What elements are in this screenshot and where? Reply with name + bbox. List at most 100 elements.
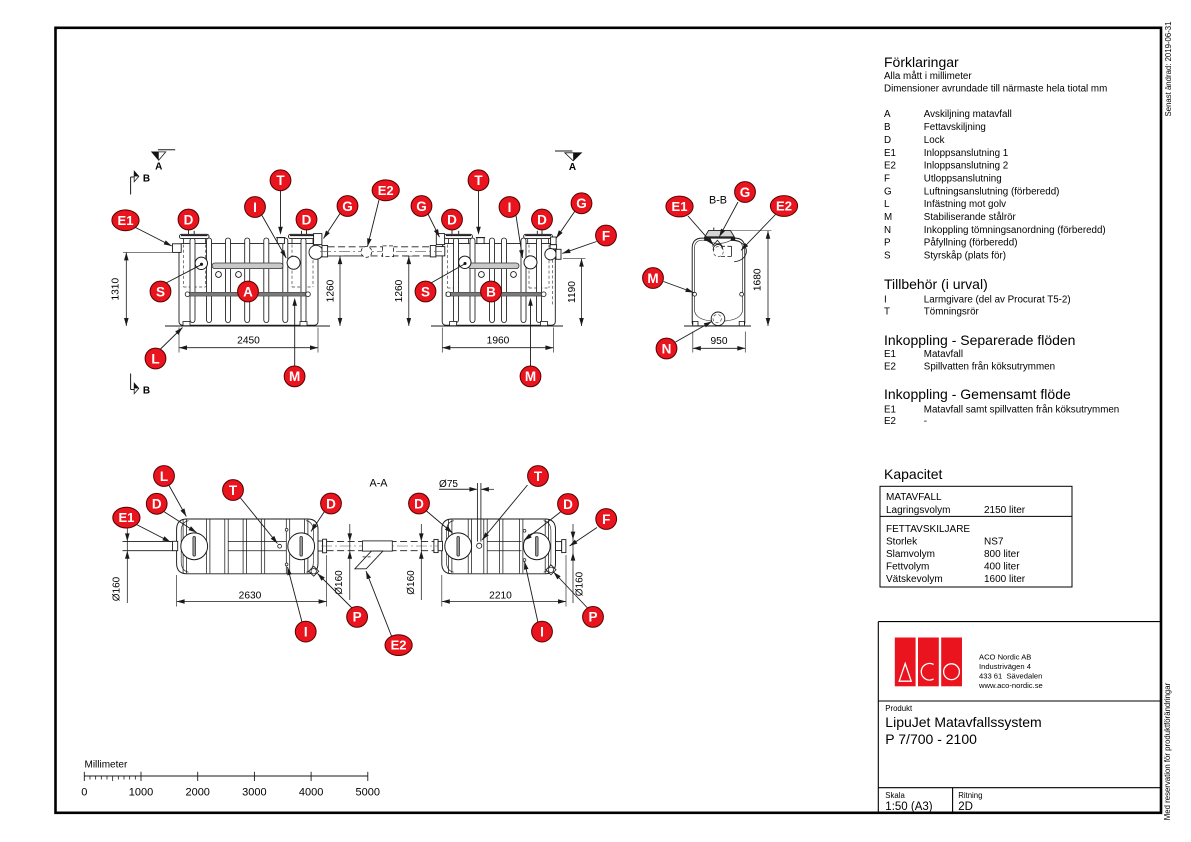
svg-text:I: I (884, 295, 887, 306)
svg-text:M: M (525, 369, 536, 384)
svg-text:N: N (662, 341, 672, 356)
svg-text:1000: 1000 (129, 787, 153, 799)
svg-text:B-B: B-B (709, 195, 727, 207)
svg-text:A: A (243, 284, 253, 299)
svg-text:800 liter: 800 liter (984, 549, 1020, 560)
svg-text:E1: E1 (884, 349, 896, 360)
svg-text:P: P (353, 610, 362, 625)
svg-text:G: G (576, 196, 587, 211)
svg-text:D: D (152, 497, 162, 512)
svg-text:NS7: NS7 (984, 536, 1004, 547)
svg-text:T: T (229, 483, 238, 498)
svg-text:T: T (474, 173, 483, 188)
svg-text:400 liter: 400 liter (984, 561, 1020, 572)
svg-text:L: L (884, 199, 890, 210)
svg-text:Påfyllning (förberedd): Påfyllning (förberedd) (924, 238, 1018, 249)
svg-text:A-A: A-A (370, 478, 389, 490)
svg-text:L: L (160, 469, 168, 484)
svg-text:D: D (184, 212, 194, 227)
svg-text:A: A (155, 162, 162, 173)
svg-text:E2: E2 (884, 416, 896, 427)
svg-text:Inkoppling tömningsanordning (: Inkoppling tömningsanordning (förberedd) (924, 225, 1106, 236)
svg-text:Ø160: Ø160 (112, 576, 123, 601)
svg-text:Inloppsanslutning 1: Inloppsanslutning 1 (924, 148, 1008, 159)
svg-text:1260: 1260 (326, 279, 337, 302)
svg-text:Inkoppling - Separerade flöden: Inkoppling - Separerade flöden (884, 332, 1075, 348)
svg-text:I: I (304, 624, 308, 639)
svg-text:Matavfall samt spillvatten frå: Matavfall samt spillvatten från köksutry… (924, 405, 1119, 416)
svg-text:P 7/700 - 2100: P 7/700 - 2100 (885, 731, 977, 747)
svg-text:S: S (156, 284, 165, 299)
svg-text:Ø160: Ø160 (334, 570, 345, 595)
svg-text:Inloppsanslutning 2: Inloppsanslutning 2 (924, 161, 1008, 172)
svg-text:B: B (884, 122, 891, 133)
svg-text:D: D (447, 212, 457, 227)
svg-text:1600 liter: 1600 liter (984, 574, 1026, 585)
svg-text:E1: E1 (884, 148, 896, 159)
svg-text:B: B (143, 174, 150, 185)
svg-text:Kapacitet: Kapacitet (884, 466, 942, 482)
svg-text:B: B (143, 386, 150, 397)
svg-text:1190: 1190 (567, 281, 578, 303)
svg-text:-: - (924, 416, 927, 427)
svg-text:G: G (884, 186, 892, 197)
svg-text:1680: 1680 (752, 268, 763, 291)
svg-text:D: D (563, 497, 573, 512)
svg-text:0: 0 (81, 787, 87, 799)
svg-text:E1: E1 (672, 199, 688, 214)
svg-text:433 61 Sävedalen: 433 61 Sävedalen (979, 672, 1042, 681)
svg-text:2D: 2D (958, 801, 973, 813)
svg-text:P: P (884, 238, 891, 249)
svg-text:5000: 5000 (356, 787, 380, 799)
svg-text:M: M (647, 271, 658, 286)
svg-text:B: B (486, 284, 496, 299)
svg-text:Lagringsvolym: Lagringsvolym (886, 505, 950, 516)
svg-text:E2: E2 (884, 161, 896, 172)
svg-text:Storlek: Storlek (886, 536, 918, 547)
svg-text:Ø160: Ø160 (575, 571, 586, 596)
svg-text:Utloppsanslutning: Utloppsanslutning (924, 173, 1002, 184)
svg-text:3000: 3000 (242, 787, 266, 799)
svg-text:A: A (884, 109, 891, 120)
svg-text:www.aco-nordic.se: www.aco-nordic.se (978, 681, 1043, 690)
svg-text:A: A (569, 162, 576, 173)
svg-text:T: T (276, 173, 285, 188)
svg-text:Tillbehör (i urval): Tillbehör (i urval) (884, 276, 988, 292)
svg-text:Fettvolym: Fettvolym (886, 561, 929, 572)
svg-text:Dimensioner avrundade till när: Dimensioner avrundade till närmaste hela… (884, 84, 1107, 95)
svg-text:Larmgivare (del av Procurat T5: Larmgivare (del av Procurat T5-2) (924, 295, 1071, 306)
svg-text:Med reservation för produktför: Med reservation för produktförändringar (1163, 682, 1172, 820)
svg-text:Fettavskiljning: Fettavskiljning (924, 122, 986, 133)
svg-text:ACO Nordic AB: ACO Nordic AB (979, 653, 1031, 662)
svg-text:Inkoppling - Gemensamt flöde: Inkoppling - Gemensamt flöde (884, 386, 1071, 402)
svg-text:F: F (602, 512, 610, 527)
svg-text:M: M (289, 369, 300, 384)
svg-text:D: D (414, 496, 424, 511)
svg-text:S: S (421, 284, 430, 299)
svg-text:S: S (884, 251, 891, 262)
svg-text:Skala: Skala (885, 791, 905, 800)
svg-text:1:50 (A3): 1:50 (A3) (885, 801, 932, 813)
svg-text:2630: 2630 (239, 590, 262, 601)
svg-text:I: I (253, 200, 257, 215)
svg-text:E2: E2 (391, 638, 407, 653)
svg-text:M: M (884, 212, 892, 223)
svg-text:Förklaringar: Förklaringar (884, 54, 959, 70)
svg-text:P: P (588, 610, 597, 625)
svg-text:Produkt: Produkt (885, 704, 913, 713)
svg-text:Tömningsrör: Tömningsrör (924, 307, 980, 318)
svg-text:Slamvolym: Slamvolym (886, 549, 935, 560)
svg-text:Alla mått i millimeter: Alla mått i millimeter (884, 71, 972, 82)
svg-text:Stabiliserande stålrör: Stabiliserande stålrör (924, 212, 1017, 223)
svg-text:1960: 1960 (487, 336, 510, 347)
svg-text:E1: E1 (118, 510, 134, 525)
svg-text:Styrskåp (plats för): Styrskåp (plats för) (924, 251, 1006, 262)
svg-text:G: G (416, 199, 427, 214)
svg-text:F: F (884, 173, 890, 184)
svg-text:Spillvatten från köksutrymmen: Spillvatten från köksutrymmen (924, 362, 1055, 373)
svg-text:I: I (540, 624, 544, 639)
svg-text:Millimeter: Millimeter (85, 760, 128, 771)
svg-text:E1: E1 (884, 405, 896, 416)
svg-text:E2: E2 (884, 362, 896, 373)
svg-text:Infästning mot golv: Infästning mot golv (924, 199, 1006, 210)
